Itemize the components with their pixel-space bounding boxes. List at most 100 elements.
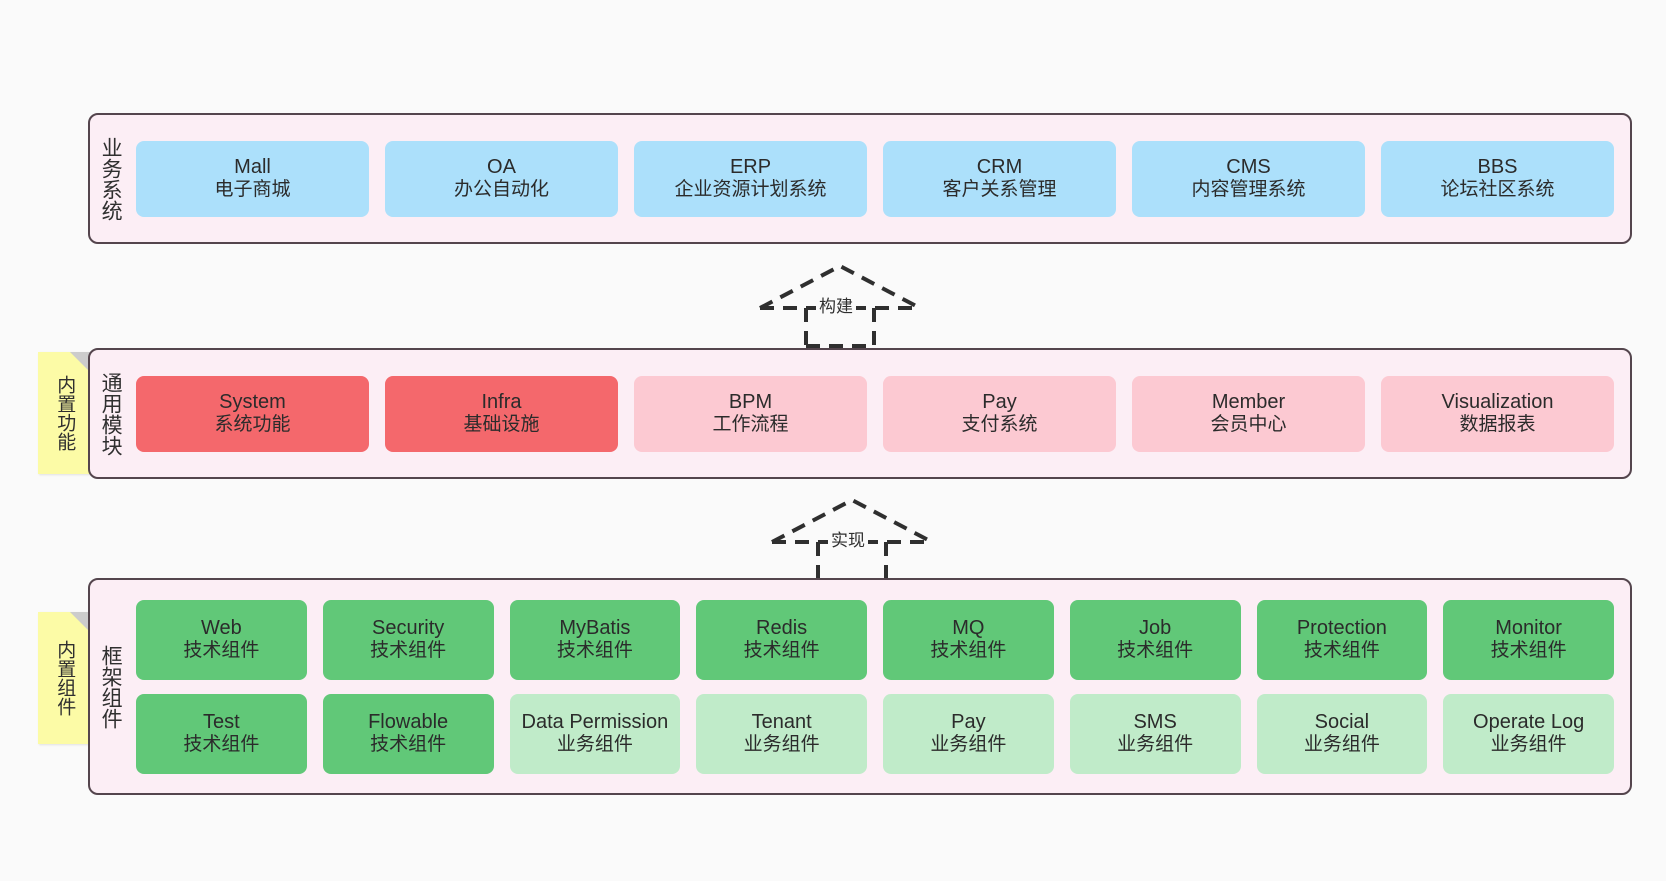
card-mall[interactable]: Mall 电子商城 bbox=[136, 140, 369, 217]
card-redis-cn: 技术组件 bbox=[743, 640, 820, 662]
card-infra[interactable]: Infra 基础设施 bbox=[385, 375, 618, 452]
card-protection-cn: 技术组件 bbox=[1303, 640, 1380, 662]
card-mybatis-cn: 技术组件 bbox=[556, 640, 633, 662]
card-member[interactable]: Member 会员中心 bbox=[1132, 375, 1365, 452]
card-operate-log-cn: 业务组件 bbox=[1490, 734, 1567, 756]
card-visualization[interactable]: Visualization 数据报表 bbox=[1381, 375, 1614, 452]
layer-framework-component: 框架组件 Web 技术组件 Security 技术组件 MyBatis 技术组件… bbox=[88, 578, 1632, 795]
layer-title-framework-component: 框架组件 bbox=[99, 644, 123, 729]
card-social[interactable]: Social 业务组件 bbox=[1256, 693, 1428, 774]
card-mall-cn: 电子商城 bbox=[214, 179, 291, 201]
card-pay-component-en: Pay bbox=[951, 710, 986, 733]
card-pay-module-cn: 支付系统 bbox=[961, 414, 1038, 436]
card-tenant[interactable]: Tenant 业务组件 bbox=[696, 693, 867, 774]
connector-implement-label: 实现 bbox=[828, 526, 868, 551]
card-bpm[interactable]: BPM 工作流程 bbox=[634, 375, 867, 452]
layer-common-module: 通用模块 System 系统功能 Infra 基础设施 BPM 工作流程 Pay bbox=[88, 348, 1632, 479]
card-redis[interactable]: Redis 技术组件 bbox=[696, 599, 867, 680]
card-test-en: Test bbox=[203, 710, 240, 733]
card-data-permission[interactable]: Data Permission 业务组件 bbox=[509, 693, 681, 774]
card-security[interactable]: Security 技术组件 bbox=[322, 599, 494, 680]
card-mq[interactable]: MQ 技术组件 bbox=[883, 599, 1054, 680]
card-data-permission-en: Data Permission bbox=[521, 710, 669, 733]
card-social-cn: 业务组件 bbox=[1303, 734, 1380, 756]
layer-body-business-system: Mall 电子商城 OA 办公自动化 ERP 企业资源计划系统 CRM 客户关系… bbox=[130, 115, 1630, 242]
card-operate-log[interactable]: Operate Log 业务组件 bbox=[1443, 693, 1614, 774]
card-test-cn: 技术组件 bbox=[183, 734, 260, 756]
card-bbs-cn: 论坛社区系统 bbox=[1440, 179, 1555, 201]
card-job-en: Job bbox=[1139, 616, 1172, 639]
card-operate-log-en: Operate Log bbox=[1473, 710, 1585, 733]
card-tenant-cn: 业务组件 bbox=[743, 734, 820, 756]
sticky-note-builtin-features-label: 内置功能 bbox=[54, 375, 76, 451]
card-mq-en: MQ bbox=[952, 616, 985, 639]
card-crm[interactable]: CRM 客户关系管理 bbox=[883, 140, 1116, 217]
card-sms-cn: 业务组件 bbox=[1117, 734, 1194, 756]
card-visualization-cn: 数据报表 bbox=[1459, 414, 1536, 436]
card-system[interactable]: System 系统功能 bbox=[136, 375, 369, 452]
card-pay-component[interactable]: Pay 业务组件 bbox=[883, 693, 1054, 774]
card-tenant-en: Tenant bbox=[751, 710, 812, 733]
connector-build: 构建 bbox=[750, 258, 930, 348]
card-pay-component-cn: 业务组件 bbox=[930, 734, 1007, 756]
card-erp-en: ERP bbox=[729, 155, 772, 178]
card-web[interactable]: Web 技术组件 bbox=[136, 599, 307, 680]
card-security-cn: 技术组件 bbox=[370, 640, 447, 662]
card-sms[interactable]: SMS 业务组件 bbox=[1069, 693, 1241, 774]
card-member-cn: 会员中心 bbox=[1210, 414, 1287, 436]
card-protection-en: Protection bbox=[1296, 616, 1387, 639]
build-arrowhead-icon bbox=[759, 263, 921, 310]
sticky-note-builtin-features: 内置功能 bbox=[38, 352, 90, 474]
card-system-cn: 系统功能 bbox=[214, 414, 291, 436]
card-monitor-en: Monitor bbox=[1495, 616, 1562, 639]
card-oa[interactable]: OA 办公自动化 bbox=[385, 140, 618, 217]
card-mq-cn: 技术组件 bbox=[930, 640, 1007, 662]
card-job[interactable]: Job 技术组件 bbox=[1069, 599, 1241, 680]
card-visualization-en: Visualization bbox=[1441, 390, 1554, 413]
card-mybatis-en: MyBatis bbox=[559, 616, 631, 639]
layer-body-framework-component: Web 技术组件 Security 技术组件 MyBatis 技术组件 Redi… bbox=[130, 580, 1630, 793]
card-monitor[interactable]: Monitor 技术组件 bbox=[1443, 599, 1614, 680]
layer-title-business-system: 业务系统 bbox=[99, 136, 123, 221]
sticky-note-builtin-components: 内置组件 bbox=[38, 612, 90, 744]
card-web-cn: 技术组件 bbox=[183, 640, 260, 662]
sticky-note-builtin-components-label: 内置组件 bbox=[54, 640, 76, 716]
card-row-framework-business: Test 技术组件 Flowable 技术组件 Data Permission … bbox=[136, 693, 1614, 774]
card-sms-en: SMS bbox=[1133, 710, 1177, 733]
card-social-en: Social bbox=[1314, 710, 1370, 733]
card-row-common: System 系统功能 Infra 基础设施 BPM 工作流程 Pay 支付系统… bbox=[136, 375, 1614, 452]
sticky-fold-icon bbox=[70, 352, 90, 372]
card-bbs-en: BBS bbox=[1477, 155, 1518, 178]
card-oa-en: OA bbox=[487, 155, 516, 178]
card-bpm-en: BPM bbox=[728, 390, 773, 413]
card-member-en: Member bbox=[1211, 390, 1286, 413]
layer-business-system: 业务系统 Mall 电子商城 OA 办公自动化 ERP 企业资源计划系统 CRM bbox=[88, 113, 1632, 244]
card-flowable-cn: 技术组件 bbox=[370, 734, 447, 756]
card-bbs[interactable]: BBS 论坛社区系统 bbox=[1381, 140, 1614, 217]
card-row-framework-tech: Web 技术组件 Security 技术组件 MyBatis 技术组件 Redi… bbox=[136, 599, 1614, 680]
layer-body-common-module: System 系统功能 Infra 基础设施 BPM 工作流程 Pay 支付系统… bbox=[130, 350, 1630, 477]
card-job-cn: 技术组件 bbox=[1117, 640, 1194, 662]
card-test[interactable]: Test 技术组件 bbox=[136, 693, 307, 774]
layer-title-common-module: 通用模块 bbox=[99, 371, 123, 456]
sticky-fold-icon bbox=[70, 612, 90, 632]
card-row-business: Mall 电子商城 OA 办公自动化 ERP 企业资源计划系统 CRM 客户关系… bbox=[136, 140, 1614, 217]
card-erp[interactable]: ERP 企业资源计划系统 bbox=[634, 140, 867, 217]
card-monitor-cn: 技术组件 bbox=[1490, 640, 1567, 662]
card-crm-en: CRM bbox=[976, 155, 1023, 178]
card-pay-module[interactable]: Pay 支付系统 bbox=[883, 375, 1116, 452]
card-crm-cn: 客户关系管理 bbox=[942, 179, 1057, 201]
card-infra-en: Infra bbox=[481, 390, 522, 413]
card-cms-cn: 内容管理系统 bbox=[1191, 179, 1306, 201]
card-web-en: Web bbox=[200, 616, 242, 639]
card-mybatis[interactable]: MyBatis 技术组件 bbox=[509, 599, 681, 680]
card-protection[interactable]: Protection 技术组件 bbox=[1256, 599, 1428, 680]
card-cms[interactable]: CMS 内容管理系统 bbox=[1132, 140, 1365, 217]
card-security-en: Security bbox=[372, 616, 445, 639]
card-data-permission-cn: 业务组件 bbox=[556, 734, 633, 756]
implement-arrowhead-icon bbox=[771, 497, 933, 544]
card-bpm-cn: 工作流程 bbox=[712, 414, 789, 436]
card-cms-en: CMS bbox=[1226, 155, 1271, 178]
card-flowable[interactable]: Flowable 技术组件 bbox=[322, 693, 494, 774]
